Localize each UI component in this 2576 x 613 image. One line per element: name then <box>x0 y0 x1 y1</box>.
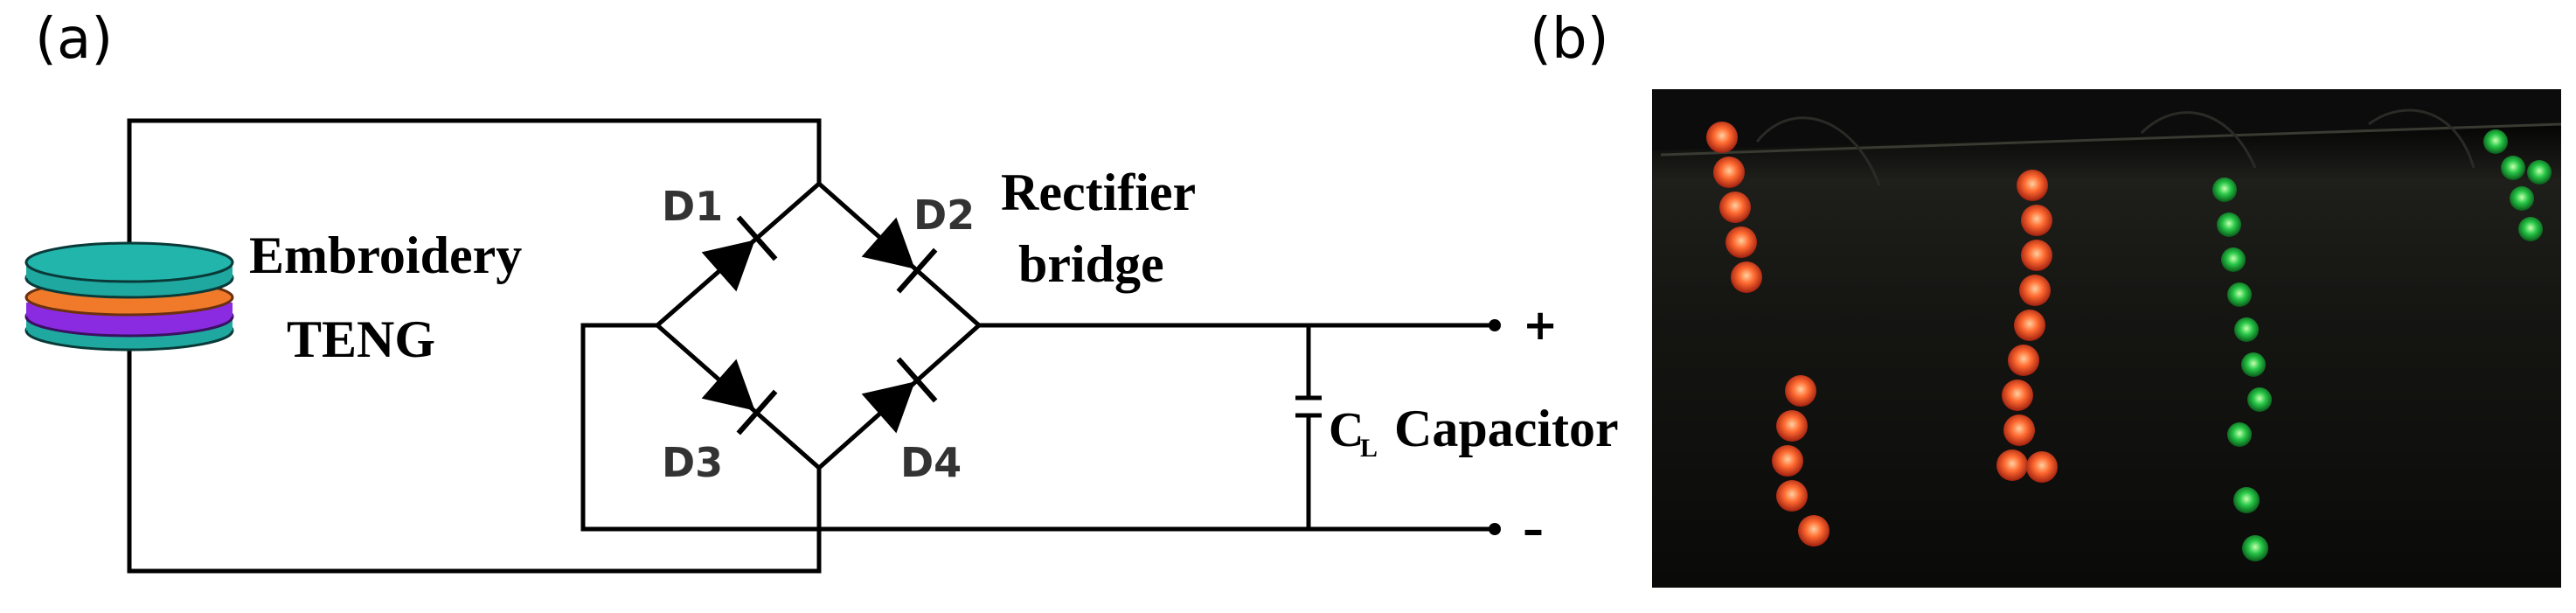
plus-terminal <box>1489 319 1501 331</box>
diode-d2-icon <box>861 217 938 294</box>
bottom-wire <box>127 338 822 574</box>
fabric-edge <box>1660 122 2561 157</box>
minus-sign: – <box>1523 505 1544 554</box>
top-wire <box>127 118 822 274</box>
bridge-label-line1: Rectifier <box>1001 164 1196 221</box>
capacitor-symbol: C <box>1329 403 1364 457</box>
green-led-strip-1 <box>2212 178 2272 561</box>
teng-device-icon <box>24 241 234 352</box>
diode-d4-icon <box>861 357 938 434</box>
capacitor-label: Capacitor <box>1394 400 1619 457</box>
panel-label-b: (b) <box>1530 7 1609 72</box>
teng-label-line1: Embroidery <box>249 226 522 284</box>
diode-d3-icon <box>701 359 778 435</box>
rectifier-circuit-diagram: Embroidery TENG Rectifier bridge D1 D2 D… <box>24 118 1619 574</box>
diode-d2-label: D2 <box>913 192 975 239</box>
diode-d3-label: D3 <box>662 439 723 486</box>
diode-d1-icon <box>701 215 778 292</box>
red-led-strip-1 <box>1706 122 1830 547</box>
red-led-strip-2 <box>1996 170 2058 483</box>
led-photo <box>1652 89 2561 588</box>
left-node-wire <box>580 323 1311 532</box>
panel-label-a: (a) <box>35 7 114 72</box>
diode-d4-label: D4 <box>900 439 962 486</box>
bridge-label-line2: bridge <box>1018 235 1164 293</box>
bridge-diamond <box>654 180 982 471</box>
fabric-surface <box>1652 124 2561 588</box>
green-led-strip-2 <box>2483 129 2552 241</box>
diode-d1-label: D1 <box>662 183 723 230</box>
minus-terminal <box>1489 523 1501 535</box>
plus-sign: + <box>1523 301 1558 350</box>
teng-label-line2: TENG <box>287 310 435 368</box>
capacitor-subscript: L <box>1360 434 1378 463</box>
